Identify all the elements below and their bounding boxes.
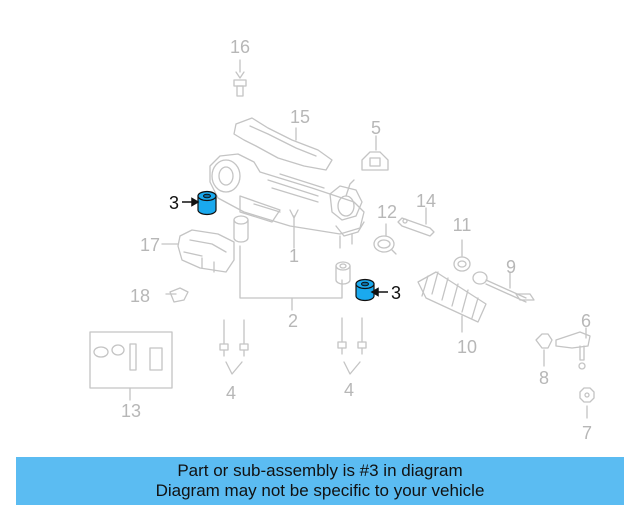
part-3-bushing-lower-companion[interactable] — [335, 261, 351, 285]
part-3-bushing-highlighted-lower[interactable] — [355, 278, 375, 302]
part-3-bushing-highlighted-upper[interactable] — [197, 190, 217, 216]
callout-8[interactable]: 8 — [538, 368, 550, 388]
part-10-boot[interactable] — [417, 271, 487, 333]
info-banner: Part or sub-assembly is #3 in diagram Di… — [16, 457, 624, 505]
part-7-nut[interactable] — [579, 387, 595, 419]
banner-line-2: Diagram may not be specific to your vehi… — [155, 481, 485, 500]
part-3-bushing-upper-companion[interactable] — [233, 215, 249, 243]
arrow-3-lower — [370, 287, 388, 297]
callout-9[interactable]: 9 — [505, 257, 517, 277]
callout-7[interactable]: 7 — [581, 423, 593, 443]
part-5-mount[interactable] — [361, 135, 389, 171]
callout-4-right[interactable]: 4 — [343, 380, 355, 400]
callout-13[interactable]: 13 — [120, 401, 142, 421]
label-2-leader — [239, 245, 343, 311]
callout-12[interactable]: 12 — [376, 202, 398, 222]
part-15-heat-shield[interactable] — [233, 117, 333, 171]
callout-17[interactable]: 17 — [139, 235, 161, 255]
part-13-kit[interactable] — [89, 331, 173, 401]
part-6-tie-rod-end[interactable] — [555, 327, 591, 370]
part-9-tie-rod[interactable] — [472, 271, 535, 303]
part-14-bracket[interactable] — [397, 207, 435, 237]
part-8-nut[interactable] — [535, 333, 553, 367]
part-17-cover[interactable] — [161, 229, 235, 273]
callout-16[interactable]: 16 — [229, 37, 251, 57]
callout-6[interactable]: 6 — [580, 311, 592, 331]
callout-18[interactable]: 18 — [129, 286, 151, 306]
part-11-clamp[interactable] — [453, 239, 471, 272]
part-4-studs-left[interactable] — [219, 319, 249, 375]
part-4-studs-right[interactable] — [337, 317, 367, 375]
callout-14[interactable]: 14 — [415, 191, 437, 211]
arrow-3-upper — [182, 197, 200, 207]
part-16-bolt[interactable] — [233, 59, 247, 97]
callout-3-upper[interactable]: 3 — [168, 193, 180, 213]
callout-10[interactable]: 10 — [456, 337, 478, 357]
callout-11[interactable]: 11 — [452, 215, 472, 235]
callout-1[interactable]: 1 — [288, 246, 300, 266]
callout-4-left[interactable]: 4 — [225, 383, 237, 403]
callout-15[interactable]: 15 — [289, 107, 311, 127]
banner-line-1: Part or sub-assembly is #3 in diagram — [177, 461, 463, 480]
part-12-clamp[interactable] — [373, 223, 397, 255]
callout-5[interactable]: 5 — [370, 118, 382, 138]
callout-2[interactable]: 2 — [287, 311, 299, 331]
part-18-bolt[interactable] — [165, 287, 189, 303]
part-1-steering-rack[interactable] — [209, 153, 365, 249]
callout-3-lower[interactable]: 3 — [390, 283, 402, 303]
